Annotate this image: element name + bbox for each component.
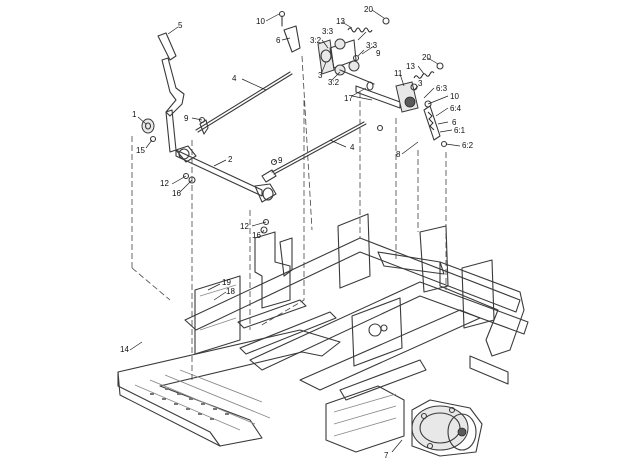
callout-17: 17 [344, 94, 353, 103]
part-5-brake-lever [157, 32, 185, 153]
callout-1: 1 [132, 110, 137, 119]
callout-19: 19 [222, 278, 231, 287]
callout-18: 18 [226, 287, 235, 296]
upper-brake-assembly [141, 10, 448, 234]
callout-12-center: 12 [240, 222, 249, 231]
upper-bracket [278, 10, 301, 53]
callout-14: 14 [120, 345, 129, 354]
callout-20-right: 20 [422, 53, 431, 62]
callout-13-upper: 13 [336, 17, 345, 26]
callout-16-center: 16 [252, 231, 261, 240]
part-6-strut [423, 100, 448, 148]
callout-8: 8 [396, 150, 401, 159]
callout-16-left: 16 [172, 189, 181, 198]
callout-15: 15 [136, 146, 145, 155]
callout-leaders [129, 9, 461, 453]
callout-6-3: 6:3 [436, 84, 448, 93]
callout-13-right: 13 [406, 62, 415, 71]
callout-6-upper: 6 [276, 36, 281, 45]
callout-3-3-upper: 3:3 [322, 27, 334, 36]
callout-labels: 5 10 6 13 20 3:3 3:2 3:3 9 3 3:2 4 17 11… [120, 5, 474, 460]
callout-6-right: 6 [452, 118, 457, 127]
callout-7: 7 [384, 451, 389, 460]
callout-5: 5 [178, 21, 183, 30]
callout-3-2-lower: 3:2 [328, 78, 340, 87]
callout-9-upper: 9 [376, 49, 381, 58]
callout-6-4: 6:4 [450, 104, 462, 113]
callout-11: 11 [394, 69, 403, 78]
assembly-guide-lines [131, 55, 447, 382]
callout-6-2: 6:2 [462, 141, 474, 150]
callout-10-upper: 10 [256, 17, 265, 26]
callout-6-1: 6:1 [454, 126, 466, 135]
callout-20-upper: 20 [364, 5, 373, 14]
callout-3-right: 3 [418, 79, 423, 88]
callout-9-left: 9 [184, 114, 189, 123]
hydro-pump [411, 399, 483, 457]
pivot-assembly-11 [395, 81, 419, 113]
callout-10-right: 10 [450, 92, 459, 101]
callout-2: 2 [228, 155, 233, 164]
callout-4-upper: 4 [232, 74, 237, 83]
part-2-cross-shaft [175, 145, 277, 203]
chassis-frame [117, 213, 529, 457]
callout-4-lower: 4 [350, 143, 355, 152]
callout-3-3-right: 3:3 [366, 41, 378, 50]
callout-12-left: 12 [160, 179, 169, 188]
callout-3-2-upper: 3:2 [310, 36, 322, 45]
callout-9-center: 9 [278, 156, 283, 165]
foot-plate-perforations [150, 388, 229, 420]
callout-3-upper: 3 [318, 71, 323, 80]
spring-13-upper [347, 17, 390, 33]
